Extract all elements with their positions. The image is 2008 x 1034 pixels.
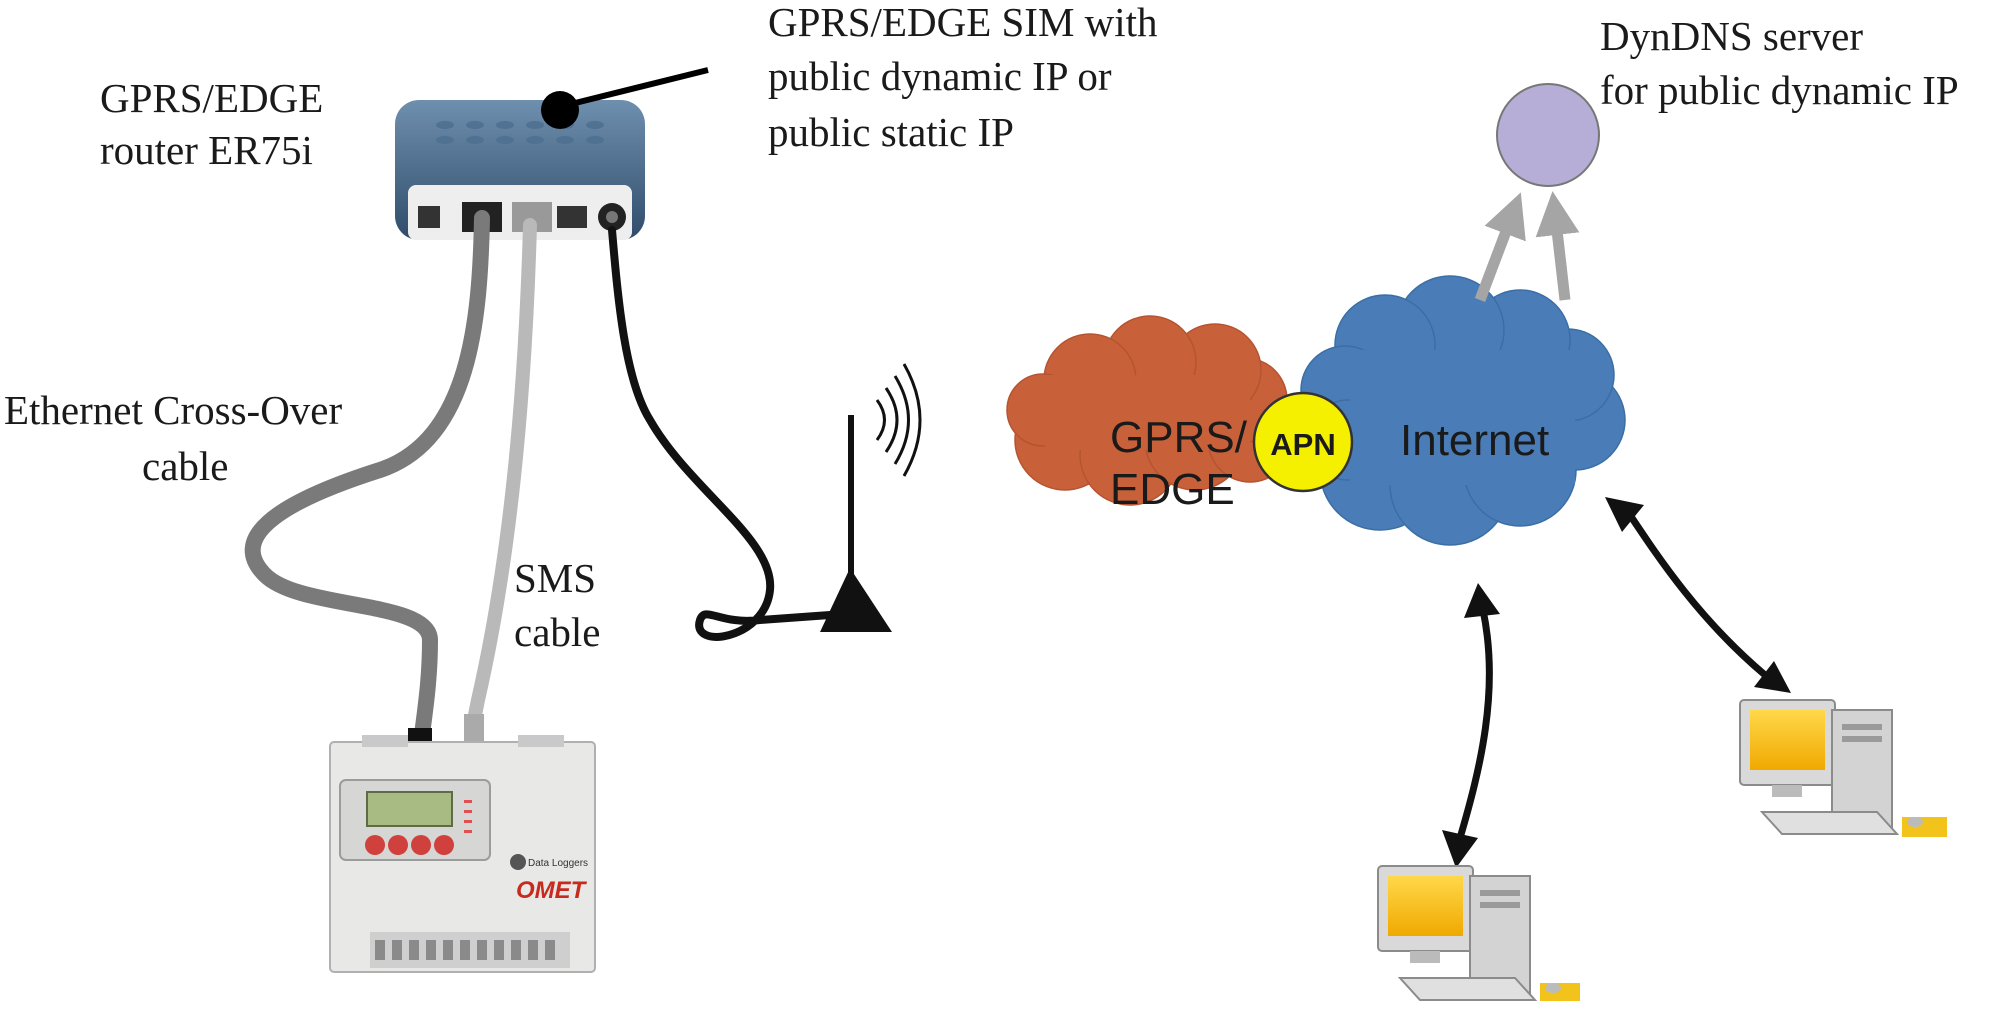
ethernet-cable [244, 210, 490, 743]
dyndns-label-line2: for public dynamic IP [1600, 67, 1959, 113]
sim-label-line3: public static IP [768, 109, 1014, 155]
antenna-cable [608, 226, 834, 641]
computer-icon [1739, 699, 1947, 837]
gprs-cloud-label-line1: GPRS/ [1110, 413, 1248, 462]
internet-cloud-icon [1300, 275, 1626, 546]
dyndns-label-line1: DynDNS server [1600, 13, 1864, 59]
sms-cable [467, 218, 537, 727]
sms-label-line1: SMS [514, 555, 597, 601]
sms-connector [464, 714, 484, 742]
antenna-icon [820, 415, 892, 632]
ethernet-label-line1: Ethernet Cross-Over [4, 387, 343, 433]
router-label-line2: router ER75i [100, 127, 313, 173]
router-icon [395, 100, 645, 240]
dyndns-server-icon [1496, 83, 1600, 187]
internet-link-arrows [1456, 513, 1768, 839]
wireless-waves-icon [875, 363, 922, 477]
data-logger-icon [329, 735, 596, 973]
arrow-heads [1442, 497, 1791, 868]
logger-brand-logo: OMET [516, 877, 588, 904]
gprs-cloud-label-line2: EDGE [1110, 465, 1235, 514]
ethernet-label-line2: cable [142, 443, 229, 489]
sms-label-line2: cable [514, 609, 601, 655]
computer-icon [1377, 865, 1580, 1001]
logger-badge-text: Data Loggers [528, 858, 588, 869]
sim-label-line1: GPRS/EDGE SIM with [768, 0, 1158, 45]
sim-label-line2: public dynamic IP or [768, 53, 1112, 99]
apn-circle [1252, 391, 1354, 493]
router-label-line1: GPRS/EDGE [100, 75, 324, 121]
apn-label: APN [1270, 427, 1335, 462]
internet-label: Internet [1400, 416, 1549, 465]
sim-pointer-line [554, 67, 709, 111]
sim-pointer-dot [541, 91, 579, 129]
dyndns-arrows [1474, 191, 1580, 302]
